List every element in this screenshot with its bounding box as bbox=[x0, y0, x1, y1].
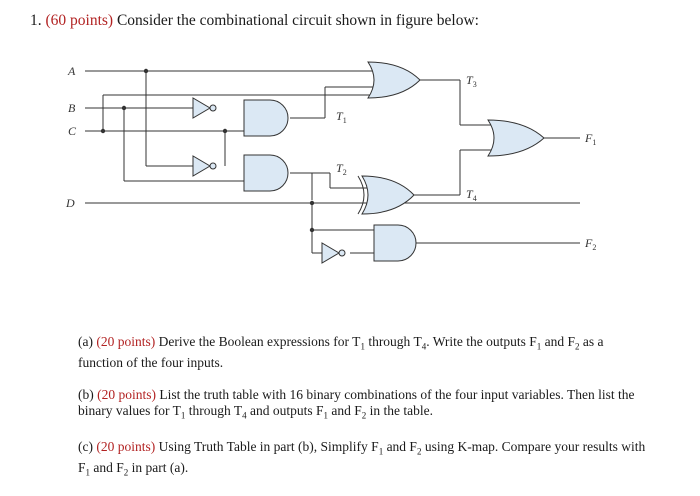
label-t4: T4 bbox=[466, 187, 477, 203]
and-gate-f2-icon bbox=[373, 224, 417, 262]
junction-dot bbox=[143, 68, 149, 74]
part-a-points: (20 points) bbox=[96, 334, 156, 349]
part-b-label: (b) bbox=[78, 387, 94, 402]
part-c-label: (c) bbox=[78, 439, 93, 454]
junction-dot bbox=[309, 227, 315, 233]
logic-circuit-diagram: A B C D T1 T2 T3 T4 F1 F2 bbox=[65, 61, 596, 264]
junction-dot bbox=[100, 128, 106, 134]
part-b-points: (20 points) bbox=[97, 387, 156, 402]
input-label-b: B bbox=[68, 101, 76, 115]
junction-dot bbox=[309, 200, 315, 206]
part-a-label: (a) bbox=[78, 334, 93, 349]
input-label-d: D bbox=[65, 196, 75, 210]
part-c-points: (20 points) bbox=[96, 439, 156, 454]
inverter-d-icon bbox=[321, 242, 340, 264]
part-c: (c) (20 points) Using Truth Table in par… bbox=[78, 439, 646, 478]
inverter-a-icon bbox=[192, 155, 211, 177]
label-t1: T1 bbox=[336, 109, 347, 125]
or-gate-t4-icon bbox=[361, 175, 415, 215]
input-label-a: A bbox=[67, 64, 76, 78]
question-header: 1. (60 points) Consider the combinationa… bbox=[30, 12, 479, 30]
question-number: 1. bbox=[30, 12, 42, 29]
question-points: (60 points) bbox=[45, 12, 114, 29]
or-gate-f1-icon bbox=[487, 119, 545, 157]
junction-dot bbox=[222, 128, 228, 134]
label-t3: T3 bbox=[466, 73, 477, 89]
inverter-b-icon bbox=[192, 97, 211, 119]
label-f2: F2 bbox=[584, 236, 596, 252]
input-label-c: C bbox=[68, 124, 77, 138]
and-gate-t1-icon bbox=[243, 99, 289, 137]
or-gate-t3-icon bbox=[367, 61, 421, 99]
label-f1: F1 bbox=[584, 131, 596, 147]
and-gate-t2-icon bbox=[243, 154, 289, 192]
label-t2: T2 bbox=[336, 161, 347, 177]
junction-dot bbox=[121, 105, 127, 111]
part-a: (a) (20 points) Derive the Boolean expre… bbox=[78, 334, 604, 370]
part-b: (b) (20 points) List the truth table wit… bbox=[78, 387, 635, 421]
question-prompt: Consider the combinational circuit shown… bbox=[116, 12, 479, 29]
